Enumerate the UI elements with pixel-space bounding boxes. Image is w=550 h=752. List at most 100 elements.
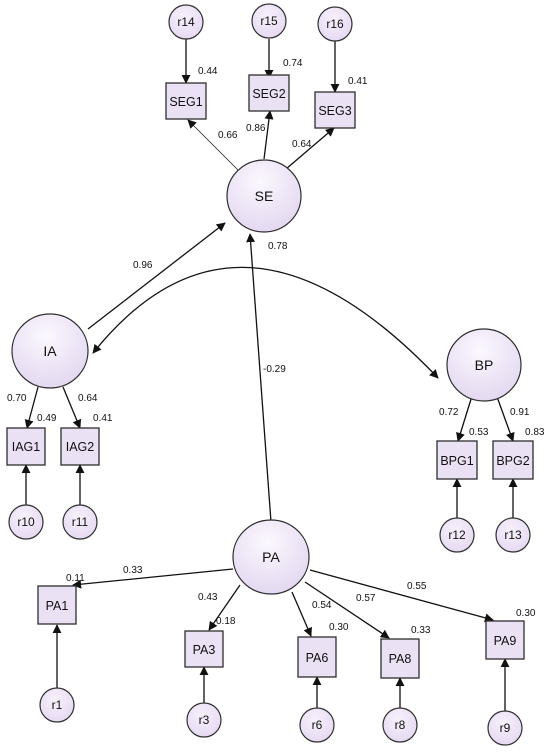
- residual-r13-label: r13: [504, 528, 522, 542]
- residual-r3[interactable]: r3: [186, 702, 222, 738]
- residual-r16-label: r16: [326, 17, 344, 31]
- loading-bp-bpg2: 0.91: [510, 407, 530, 418]
- residual-r3-label: r3: [199, 713, 210, 727]
- residual-r11[interactable]: r11: [62, 504, 98, 540]
- loading-pa-pa9: 0.55: [407, 581, 427, 592]
- r2-pa3: 0.18: [216, 616, 236, 627]
- residual-r12[interactable]: r12: [439, 517, 475, 553]
- loading-ia-iag2: 0.64: [78, 393, 98, 404]
- loading-bp-bpg1: 0.72: [439, 407, 459, 418]
- latent-pa[interactable]: PA: [232, 519, 310, 595]
- path-ia-se: 0.96: [133, 260, 153, 271]
- latent-se-label: SE: [255, 188, 274, 204]
- edge-pa-pa8: [304, 581, 390, 639]
- edge-bp-bpg2: [495, 393, 515, 442]
- residual-r9-label: r9: [500, 721, 511, 735]
- loading-pa-pa3: 0.43: [198, 592, 218, 603]
- loading-labels: 0.66 0.86 0.64 0.70 0.64 0.72 0.91 0.33 …: [7, 123, 530, 611]
- edge-se-seg1: [187, 119, 241, 173]
- edge-ia-bp-covariance: [92, 266, 439, 379]
- edge-pa-pa1: [72, 568, 234, 589]
- indicator-pa8[interactable]: PA8: [380, 638, 420, 679]
- edge-se-seg3: [285, 127, 335, 170]
- indicator-bpg2-label: BPG2: [496, 454, 529, 468]
- residual-r14-label: r14: [177, 15, 195, 29]
- residual-r9[interactable]: r9: [487, 710, 523, 746]
- latent-se[interactable]: SE: [226, 159, 302, 233]
- edge-pa-pa9: [309, 569, 494, 623]
- indicator-iag2[interactable]: IAG2: [60, 427, 100, 466]
- r2-pa6: 0.30: [329, 622, 349, 633]
- residual-r1[interactable]: r1: [39, 687, 75, 723]
- indicator-iag2-label: IAG2: [66, 440, 95, 454]
- residual-r16[interactable]: r16: [317, 6, 353, 42]
- r-squared-labels: 0.44 0.74 0.41 0.49 0.41 0.53 0.83 0.11 …: [37, 58, 545, 636]
- indicator-seg2[interactable]: SEG2: [248, 74, 290, 112]
- residual-r13[interactable]: r13: [495, 517, 531, 553]
- loading-pa-pa8: 0.57: [356, 593, 376, 604]
- indicator-pa1-label: PA1: [46, 599, 69, 613]
- latent-variables: SE IA BP PA: [11, 159, 522, 595]
- residual-r12-label: r12: [448, 528, 466, 542]
- loading-ia-iag1: 0.70: [7, 393, 27, 404]
- edges: [21, 39, 518, 711]
- indicator-pa9-label: PA9: [494, 634, 517, 648]
- loading-se-seg3: 0.64: [292, 139, 312, 150]
- r2-seg3: 0.41: [348, 76, 368, 87]
- residual-r15-label: r15: [260, 14, 278, 28]
- observed-indicators: SEG1 SEG2 SEG3 IAG1 IAG2 BPG1 BPG2 PA1: [6, 74, 534, 679]
- indicator-pa9[interactable]: PA9: [485, 620, 525, 660]
- residual-r1-label: r1: [52, 698, 63, 712]
- indicator-pa8-label: PA8: [389, 652, 412, 666]
- indicator-seg2-label: SEG2: [252, 87, 285, 101]
- indicator-seg3-label: SEG3: [318, 104, 351, 118]
- latent-pa-label: PA: [262, 549, 280, 565]
- latent-ia[interactable]: IA: [11, 313, 89, 389]
- edge-se-seg2: [263, 110, 274, 160]
- r2-pa8: 0.33: [411, 625, 431, 636]
- indicator-bpg1[interactable]: BPG1: [436, 440, 478, 480]
- r2-iag2: 0.41: [93, 413, 113, 424]
- residual-r8-label: r8: [395, 718, 406, 732]
- residual-r8[interactable]: r8: [382, 707, 418, 743]
- covariance-ia-bp: 0.78: [268, 241, 288, 252]
- indicator-iag1-label: IAG1: [12, 440, 41, 454]
- edge-pa-pa6: [291, 591, 312, 637]
- loading-se-seg1: 0.66: [218, 130, 238, 141]
- indicator-pa3-label: PA3: [193, 643, 216, 657]
- r2-iag1: 0.49: [37, 413, 57, 424]
- indicator-seg1-label: SEG1: [169, 95, 202, 109]
- r2-bpg1: 0.53: [469, 427, 489, 438]
- indicator-iag1[interactable]: IAG1: [6, 427, 46, 466]
- residual-terms: r14 r15 r16 r10 r11 r12 r13 r1: [8, 3, 531, 746]
- r2-bpg2: 0.83: [525, 427, 545, 438]
- r2-pa9: 0.30: [516, 608, 536, 619]
- edge-ia-iag2: [62, 386, 82, 429]
- edge-bp-bpg1: [456, 395, 473, 442]
- indicator-pa3[interactable]: PA3: [184, 630, 224, 668]
- r2-seg1: 0.44: [198, 66, 218, 77]
- indicator-bpg1-label: BPG1: [440, 454, 473, 468]
- indicator-seg1[interactable]: SEG1: [165, 82, 207, 120]
- residual-r6-label: r6: [312, 718, 323, 732]
- indicator-bpg2[interactable]: BPG2: [492, 440, 534, 480]
- indicator-pa6[interactable]: PA6: [297, 636, 337, 678]
- indicator-pa1[interactable]: PA1: [37, 585, 77, 625]
- residual-r6[interactable]: r6: [299, 707, 335, 743]
- indicator-seg3[interactable]: SEG3: [314, 91, 356, 129]
- structural-labels: 0.96 -0.29 0.78: [133, 241, 288, 375]
- loading-pa-pa1: 0.33: [123, 565, 143, 576]
- residual-r10-label: r10: [17, 515, 35, 529]
- edge-ia-se: [87, 222, 226, 330]
- latent-bp-label: BP: [475, 357, 494, 373]
- loading-pa-pa6: 0.54: [312, 600, 332, 611]
- residual-r14[interactable]: r14: [168, 4, 204, 40]
- edge-ia-iag1: [24, 386, 39, 429]
- r2-seg2: 0.74: [283, 58, 303, 69]
- latent-bp[interactable]: BP: [446, 328, 522, 402]
- residual-r10[interactable]: r10: [8, 504, 44, 540]
- residual-r15[interactable]: r15: [251, 3, 287, 39]
- indicator-pa6-label: PA6: [306, 651, 329, 665]
- edge-pa-pa3: [208, 584, 241, 631]
